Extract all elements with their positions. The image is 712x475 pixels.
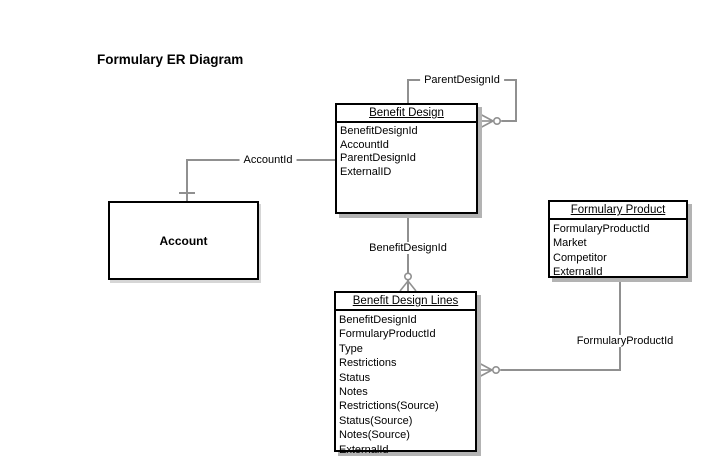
entity-formulary-product[interactable]: Formulary Product FormularyProductId Mar…	[548, 200, 688, 278]
entity-formulary-product-fields: FormularyProductId Market Competitor Ext…	[550, 220, 686, 280]
field: BenefitDesignId	[340, 125, 418, 137]
entity-benefit-design-lines[interactable]: Benefit Design Lines BenefitDesignId For…	[334, 291, 477, 456]
field: ExternalID	[340, 165, 392, 178]
field: BenefitDesignId	[339, 314, 417, 326]
field: ParentDesignId	[340, 152, 416, 164]
field: Competitor	[553, 251, 607, 264]
entity-account-name: Account	[159, 233, 208, 248]
field: Status(Source)	[339, 414, 413, 427]
crow-foot-zero-many-icon	[399, 272, 417, 292]
entity-benefit-design-fields: BenefitDesignId AccountId ParentDesignId…	[337, 123, 476, 179]
field: Market	[553, 237, 587, 250]
edge-parentdesignid-left-vertical	[407, 79, 409, 104]
edge-label-parentdesignid: ParentDesignId	[420, 74, 504, 86]
field: ExternalId	[339, 443, 389, 456]
entity-benefit-design-lines-title: Benefit Design Lines	[336, 293, 475, 311]
field: Status	[339, 371, 371, 384]
edge-label-accountid: AccountId	[239, 154, 297, 166]
edge-formularyproductid-vertical	[619, 278, 621, 371]
edge-label-formularyproductid: FormularyProductId	[572, 335, 678, 347]
field: Notes	[339, 386, 368, 399]
crow-foot-zero-many-icon	[476, 361, 503, 379]
crow-foot-zero-many-icon	[477, 112, 504, 130]
field: Restrictions	[339, 357, 397, 370]
edge-parentdesignid-stub	[502, 120, 517, 122]
field: Notes(Source)	[339, 429, 410, 442]
field: FormularyProductId	[339, 328, 436, 341]
edge-label-benefitdesignid: BenefitDesignId	[365, 242, 451, 254]
entity-benefit-design-lines-fields: BenefitDesignId FormularyProductId Type …	[336, 311, 475, 457]
entity-formulary-product-title: Formulary Product	[550, 202, 686, 220]
edge-formularyproductid-horizontal	[501, 369, 621, 371]
one-cardinality-tick	[179, 192, 195, 194]
edge-accountid-vertical	[186, 159, 188, 201]
entity-benefit-design[interactable]: Benefit Design BenefitDesignId AccountId…	[335, 103, 478, 214]
field: ExternalId	[553, 266, 603, 279]
edge-parentdesignid-right-vertical	[515, 79, 517, 122]
field: Type	[339, 342, 363, 355]
entity-account[interactable]: Account	[108, 201, 259, 280]
entity-benefit-design-title: Benefit Design	[337, 105, 476, 123]
field: FormularyProductId	[553, 223, 650, 235]
field: AccountId	[340, 138, 389, 151]
diagram-title: Formulary ER Diagram	[97, 52, 244, 67]
field: Restrictions(Source)	[339, 400, 439, 413]
